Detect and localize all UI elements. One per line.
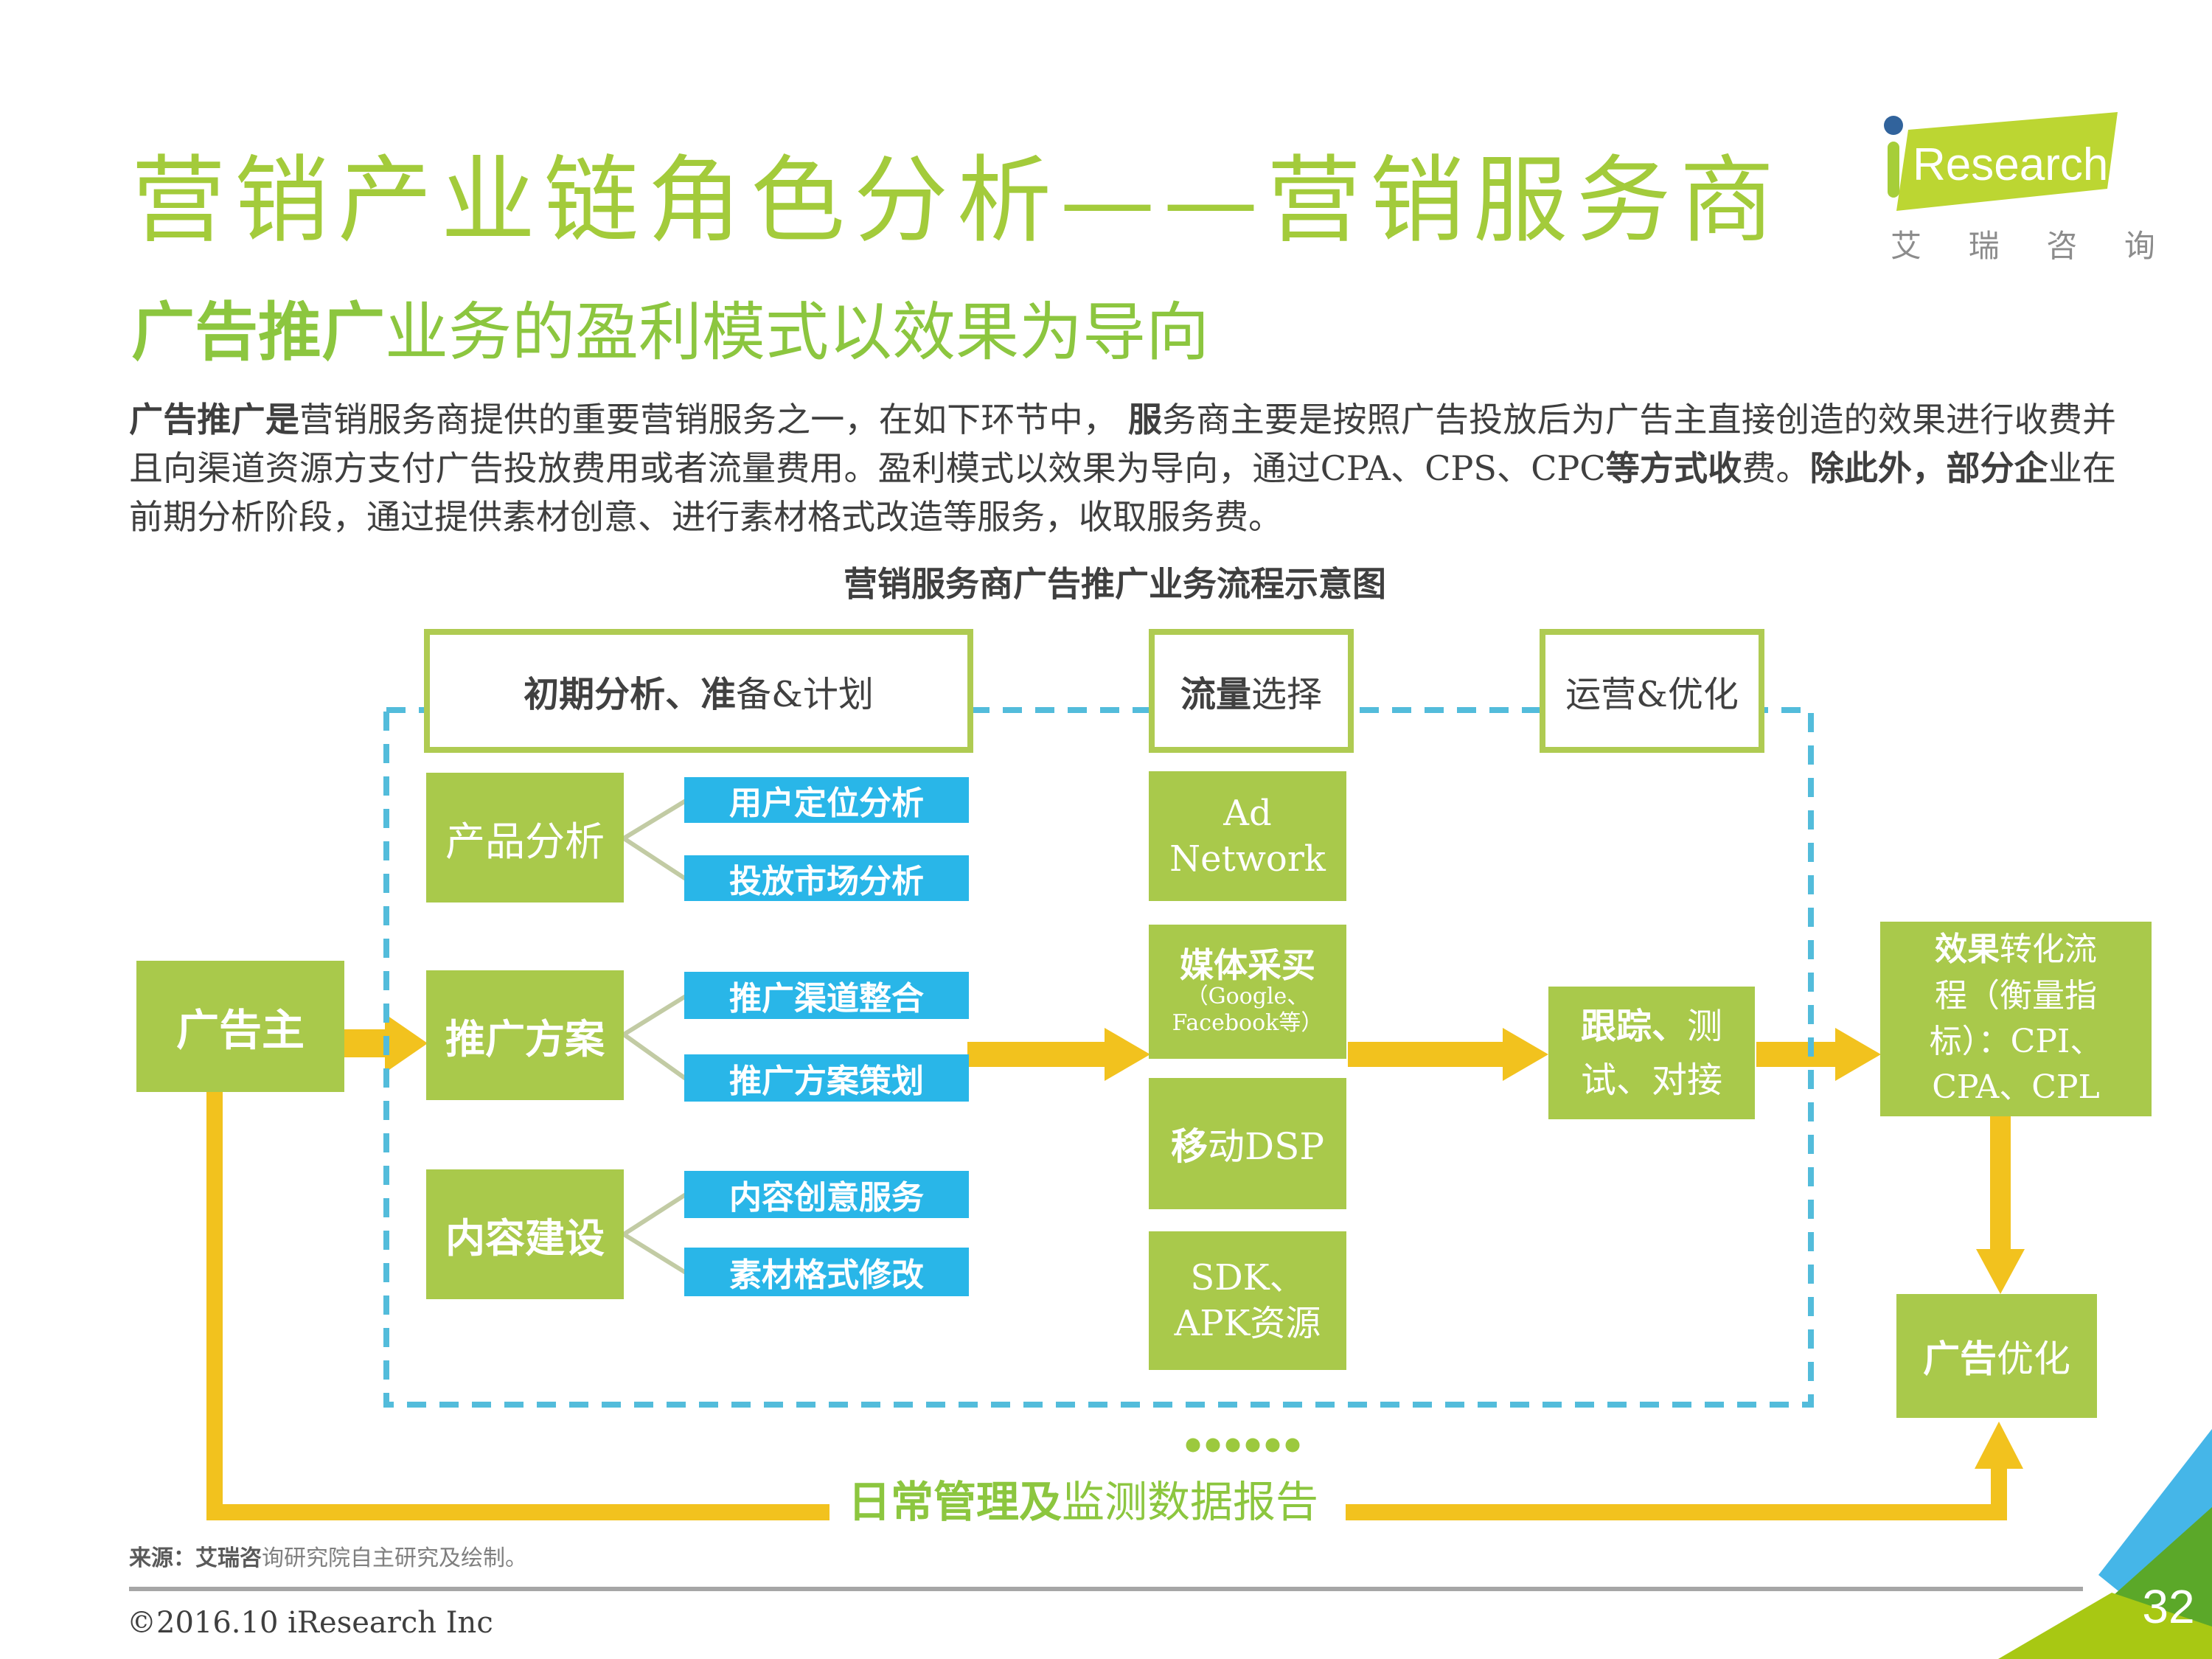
paragraph-segment: 业在前期分析阶段，通过提供素材创意、进行素材格式改造等服务，收取服务费。 — [129, 448, 2117, 537]
channel-label-bold: 移 — [1171, 1126, 1208, 1167]
footer-divider — [129, 1587, 2083, 1591]
phase-box-initial-analysis: 初期分析、准备&计划 — [424, 629, 973, 753]
stage-box-product-analysis: 产品分析 — [426, 773, 624, 902]
arrow-up-to-adopt-head — [1975, 1422, 2023, 1469]
task-box-plan-strategy: 推广方案策划 — [684, 1054, 969, 1102]
logo-caption: 艾 瑞 咨 询 — [1891, 229, 2153, 263]
channel-box-sdk-apk: SDK、 APK资源 — [1149, 1231, 1346, 1370]
phase-label-bold: 流量 — [1180, 675, 1251, 714]
ellipsis-dots — [1186, 1438, 1300, 1453]
daily-label-rest: 监测数据报告 — [1062, 1477, 1319, 1527]
subtitle-rest: 业务的盈利模式以效果为导向 — [385, 296, 1209, 369]
conversion-label-rest: 转化流程（衡量指标）：CPI、CPA、CPL — [1929, 931, 2103, 1107]
daily-management-label: 日常管理及监测数据报告 — [848, 1467, 1318, 1529]
phase-label-rest: 选择 — [1251, 674, 1323, 715]
copyright-text: ©2016.10 iResearch Inc — [127, 1606, 493, 1640]
daily-management-lines — [206, 1091, 2007, 1520]
arrow-advertiser-to-plan — [344, 1014, 428, 1073]
phase-label-rest: 备&计划 — [736, 674, 874, 715]
paragraph-bold-segment: 除此外，部分企 — [1809, 449, 2048, 487]
task-box-user-positioning: 用户定位分析 — [684, 777, 969, 823]
channel-line: Ad — [1223, 792, 1272, 834]
daily-line-right — [1346, 1467, 2007, 1520]
arrow-tracking-to-conversion — [1756, 1028, 1881, 1081]
conversion-metrics-box: 效果转化流程（衡量指标）：CPI、CPA、CPL — [1880, 922, 2152, 1116]
source-note: 来源：艾瑞咨询研究院自主研究及绘制。 — [129, 1540, 527, 1572]
channel-label-rest: 动DSP — [1208, 1125, 1324, 1168]
task-box-content-creative: 内容创意服务 — [684, 1171, 969, 1218]
connector-lines — [622, 799, 687, 1275]
source-rest: 询研究院自主研究及绘制。 — [262, 1545, 527, 1571]
page-title: 营销产业链角色分析——营销服务商 — [131, 146, 1784, 256]
paragraph-segment: 营销服务商提供的重要营销服务之一，在如下环节中， — [299, 400, 1129, 439]
channel-line: APK资源 — [1174, 1303, 1321, 1344]
adopt-label-rest: 优化 — [1997, 1338, 2070, 1380]
logo-brand: Research — [1913, 139, 2108, 190]
stage-box-content-building: 内容建设 — [426, 1169, 624, 1299]
paragraph-segment: 费。 — [1742, 448, 1810, 488]
tracking-box: 跟踪、测试、对接 — [1548, 987, 1755, 1119]
tracking-label-bold: 跟踪、 — [1580, 1006, 1687, 1046]
channel-main-label: 媒体采买 — [1180, 945, 1315, 984]
channel-line: SDK、 — [1190, 1256, 1305, 1298]
task-box-material-format: 素材格式修改 — [684, 1248, 969, 1296]
phase-box-operation-optimization: 运营&优化 — [1540, 629, 1764, 753]
channel-box-mobile-dsp: 移动DSP — [1149, 1078, 1346, 1209]
logo-parallelogram — [1896, 112, 2118, 211]
stage-box-promotion-plan: 推广方案 — [426, 970, 624, 1100]
subtitle: 广告推广业务的盈利模式以效果为导向 — [131, 280, 1209, 372]
phase-label-bold: 初期分析、准 — [524, 675, 737, 714]
diagram-title: 营销服务商广告推广业务流程示意图 — [844, 565, 1386, 603]
page-number: 32 — [2142, 1580, 2195, 1633]
paragraph-bold-segment: 广告推广是 — [129, 400, 300, 439]
advertiser-box: 广告主 — [136, 961, 344, 1092]
arrow-plan-to-media — [967, 1028, 1150, 1081]
task-box-market-analysis: 投放市场分析 — [684, 855, 969, 901]
arrow-conversion-to-adopt — [1976, 1115, 2025, 1294]
channel-sub-label: （Google、Facebook等） — [1172, 984, 1324, 1037]
adopt-label-bold: 广告 — [1923, 1338, 1997, 1380]
conversion-label-bold: 效果 — [1935, 931, 2000, 968]
paragraph-bold-segment: 等方式收 — [1605, 449, 1742, 487]
task-box-channel-integration: 推广渠道整合 — [684, 972, 969, 1019]
logo-i-stem — [1888, 142, 1899, 198]
iresearch-logo: Research 艾 瑞 咨 询 — [1884, 112, 2153, 263]
arrow-media-to-tracking — [1348, 1028, 1548, 1081]
paragraph-segment: 务商主要是按照广告投放后为广告主直接创造的效果进行收费并且向渠道资源方支付广告投… — [129, 400, 2117, 488]
channel-box-ad-network: Ad Network — [1149, 771, 1346, 901]
channel-line: Network — [1169, 838, 1326, 880]
paragraph-bold-segment: 服 — [1128, 400, 1163, 439]
phase-box-traffic-selection: 流量选择 — [1149, 629, 1354, 753]
daily-line-left — [206, 1091, 830, 1520]
logo-i-dot-icon — [1884, 116, 1903, 135]
ad-optimization-box: 广告优化 — [1896, 1294, 2097, 1418]
daily-label-bold: 日常管理及 — [848, 1478, 1062, 1526]
intro-paragraph: 广告推广是营销服务商提供的重要营销服务之一，在如下环节中， 服务商主要是按照广告… — [129, 395, 2116, 541]
phase-label-rest: 运营&优化 — [1565, 674, 1739, 715]
channel-box-media-buying: 媒体采买 （Google、Facebook等） — [1149, 925, 1346, 1059]
subtitle-bold: 广告推广 — [131, 297, 385, 368]
source-bold: 来源：艾瑞咨 — [129, 1546, 262, 1571]
